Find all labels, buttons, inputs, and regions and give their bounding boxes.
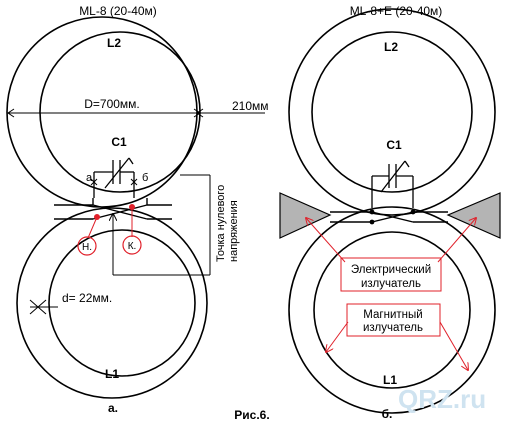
- right-magnetic-label-box: [346, 303, 441, 337]
- left-loop-l2: [6, 16, 201, 208]
- left-sublabel: а.: [108, 401, 118, 415]
- right-magnetic-label-line2: излучатель: [363, 322, 423, 334]
- left-marker-h: Н.: [82, 242, 92, 253]
- left-diagram: ML-8 (20-40м) L2 L1 D=700мм. 210мм C1: [6, 4, 269, 415]
- left-thickness-dimension: [29, 299, 58, 315]
- left-thickness-label: d= 22мм.: [62, 291, 112, 305]
- left-zero-point-callout: [113, 174, 211, 276]
- right-loop-l2: [288, 8, 496, 216]
- left-marker-k: К.: [128, 241, 137, 252]
- right-diagram: ML-8+E (20-40м) L2 L1 C1: [279, 4, 501, 421]
- right-terminal-dots: [369, 209, 416, 225]
- left-zero-point-line1: Точка нулевого: [215, 185, 227, 262]
- left-l1-label: L1: [105, 367, 119, 381]
- left-terminal-marks: [90, 178, 138, 186]
- left-title: ML-8 (20-40м): [79, 4, 157, 18]
- right-capacitor-label: C1: [386, 138, 402, 152]
- right-electric-label-line2: излучатель: [361, 278, 421, 290]
- left-terminal-a: а: [86, 172, 93, 184]
- left-gap-label: 210мм: [232, 99, 269, 113]
- left-crossover: [54, 198, 172, 220]
- right-electric-radiators: [279, 192, 501, 239]
- right-electric-label-box: [340, 257, 442, 292]
- right-pointer-lines: [306, 218, 476, 370]
- right-l1-label: L1: [383, 373, 397, 387]
- left-diameter-label: D=700мм.: [84, 97, 140, 111]
- right-sublabel: б.: [382, 407, 393, 421]
- right-crossover: [330, 211, 448, 223]
- figure-caption: Рис.6.: [234, 408, 269, 422]
- left-terminal-b: б: [142, 172, 148, 184]
- left-zero-point-line2: напряжения: [228, 200, 240, 262]
- left-capacitor-label: C1: [111, 135, 127, 149]
- right-magnetic-label-line1: Магнитный: [363, 309, 422, 321]
- left-capacitor: [93, 157, 135, 198]
- left-zero-point-label: Точка нулевого напряжения: [215, 185, 240, 262]
- right-title: ML-8+E (20-40м): [350, 4, 443, 18]
- left-feed-markers: [77, 204, 142, 256]
- left-loop-l1: [16, 207, 208, 399]
- right-electric-label-line1: Электрический: [351, 264, 431, 276]
- right-capacitor: [371, 160, 414, 208]
- right-l2-label: L2: [384, 40, 398, 54]
- right-loop-l1: [288, 206, 496, 414]
- watermark: QRZ.ru: [398, 384, 486, 414]
- left-l2-label: L2: [107, 36, 121, 50]
- left-gap-dimension: [196, 108, 265, 118]
